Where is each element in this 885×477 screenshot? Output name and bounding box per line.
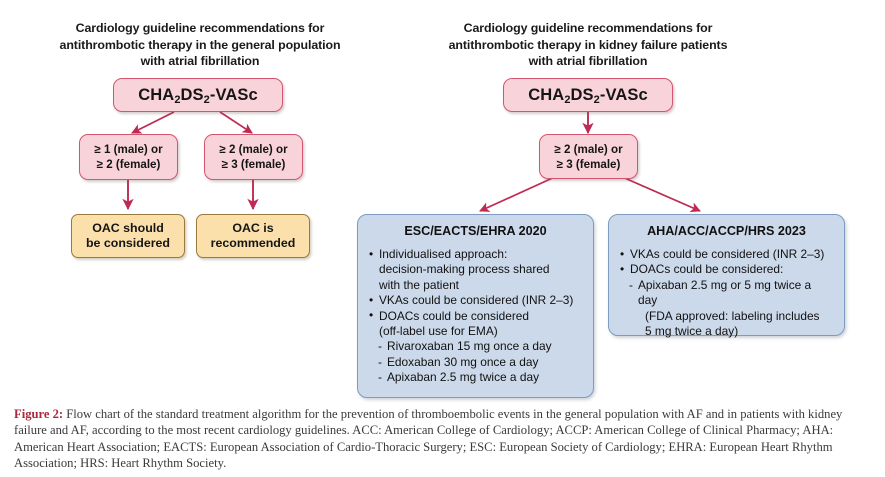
left-criteria-2-text: ≥ 2 (male) or ≥ 3 (female) bbox=[219, 142, 287, 172]
left-criteria-1-line-2: ≥ 2 (female) bbox=[96, 158, 161, 171]
left-outcome-box-1[interactable]: OAC should be considered bbox=[71, 214, 185, 258]
guideline-aha-item: (FDA approved: labeling includes bbox=[645, 308, 820, 323]
left-title-line-3: with atrial fibrillation bbox=[140, 54, 260, 68]
right-title-line-1: Cardiology guideline recommendations for bbox=[463, 21, 713, 35]
right-title-line-2: antithrombotic therapy in kidney failure… bbox=[448, 37, 728, 52]
left-outcome-box-2[interactable]: OAC is recommended bbox=[196, 214, 310, 258]
arrow-left-root-to-criteria-1 bbox=[131, 111, 175, 134]
guideline-esc-item: with the patient bbox=[379, 277, 459, 292]
left-criteria-2-line-2: ≥ 3 (female) bbox=[221, 158, 286, 171]
figure-caption: Figure 2: Flow chart of the standard tre… bbox=[14, 406, 872, 472]
left-outcome-1-line-2: be considered bbox=[85, 236, 170, 250]
left-outcome-1-text: OAC should be considered bbox=[86, 221, 170, 251]
guideline-aha-item: 5 mg twice a day) bbox=[645, 324, 739, 339]
left-outcome-2-line-1: OAC is bbox=[232, 221, 274, 235]
guideline-esc-item: VKAs could be considered (INR 2–3) bbox=[369, 293, 582, 309]
figure-caption-label: Figure 2: bbox=[14, 407, 64, 421]
arrow-right-criteria-to-aha bbox=[619, 175, 701, 212]
left-criteria-box-1[interactable]: ≥ 1 (male) or ≥ 2 (female) bbox=[79, 134, 178, 180]
left-criteria-box-2[interactable]: ≥ 2 (male) or ≥ 3 (female) bbox=[204, 134, 303, 180]
arrow-right-criteria-to-esc bbox=[479, 175, 558, 212]
guideline-aha-item: DOACs could be considered: bbox=[620, 262, 833, 278]
left-criteria-1-text: ≥ 1 (male) or ≥ 2 (female) bbox=[94, 142, 162, 172]
left-outcome-1-line-1: OAC should bbox=[92, 221, 164, 235]
left-outcome-2-line-2: recommended bbox=[210, 236, 296, 250]
guideline-esc-list: Individualised approach: decision-making… bbox=[369, 246, 582, 386]
left-column-title: Cardiology guideline recommendations for… bbox=[40, 20, 360, 70]
guideline-aha-item: VKAs could be considered (INR 2–3) bbox=[620, 246, 833, 262]
right-chads-vasc-box[interactable]: CHA2DS2-VASc bbox=[503, 78, 673, 112]
guideline-aha-heading: AHA/ACC/ACCP/HRS 2023 bbox=[647, 224, 806, 238]
left-criteria-1-line-1: ≥ 1 (male) or bbox=[94, 143, 163, 156]
left-criteria-2-line-1: ≥ 2 (male) or bbox=[219, 143, 288, 156]
left-title-line-2: antithrombotic therapy in the general po… bbox=[59, 37, 341, 52]
guideline-esc-item: (off-label use for EMA) bbox=[379, 324, 498, 339]
right-criteria-text: ≥ 2 (male) or ≥ 3 (female) bbox=[554, 142, 622, 172]
left-chads-vasc-box[interactable]: CHA2DS2-VASc bbox=[113, 78, 283, 112]
guideline-box-esc[interactable]: ESC/EACTS/EHRA 2020 Individualised appro… bbox=[357, 214, 594, 398]
right-criteria-line-1: ≥ 2 (male) or bbox=[554, 142, 623, 156]
guideline-aha-item: Apixaban 2.5 mg or 5 mg twice a day bbox=[620, 278, 833, 309]
guideline-esc-item: Edoxaban 30 mg once a day bbox=[369, 355, 582, 371]
guideline-box-aha[interactable]: AHA/ACC/ACCP/HRS 2023 VKAs could be cons… bbox=[608, 214, 845, 339]
right-column-title: Cardiology guideline recommendations for… bbox=[428, 20, 748, 70]
guideline-aha-list: VKAs could be considered (INR 2–3) DOACs… bbox=[620, 246, 833, 339]
right-title-line-3: with atrial fibrillation bbox=[528, 54, 648, 68]
guideline-esc-item: Rivaroxaban 15 mg once a day bbox=[369, 339, 582, 355]
guideline-esc-item: Individualised approach: bbox=[369, 246, 582, 262]
figure-caption-text: Flow chart of the standard treatment alg… bbox=[14, 407, 843, 471]
left-chads-vasc-label: CHA2DS2-VASc bbox=[138, 85, 258, 107]
guideline-esc-item: decision-making process shared bbox=[379, 262, 550, 277]
guideline-esc-heading: ESC/EACTS/EHRA 2020 bbox=[404, 224, 547, 238]
right-criteria-box[interactable]: ≥ 2 (male) or ≥ 3 (female) bbox=[539, 134, 638, 179]
guideline-esc-item: Apixaban 2.5 mg twice a day bbox=[369, 370, 582, 386]
left-title-line-1: Cardiology guideline recommendations for bbox=[75, 21, 325, 35]
right-criteria-line-2: ≥ 3 (female) bbox=[556, 157, 621, 171]
left-outcome-2-text: OAC is recommended bbox=[211, 221, 296, 251]
guideline-esc-item: DOACs could be considered bbox=[369, 308, 582, 324]
right-chads-vasc-label: CHA2DS2-VASc bbox=[528, 85, 648, 107]
arrow-left-root-to-criteria-2 bbox=[219, 111, 253, 134]
